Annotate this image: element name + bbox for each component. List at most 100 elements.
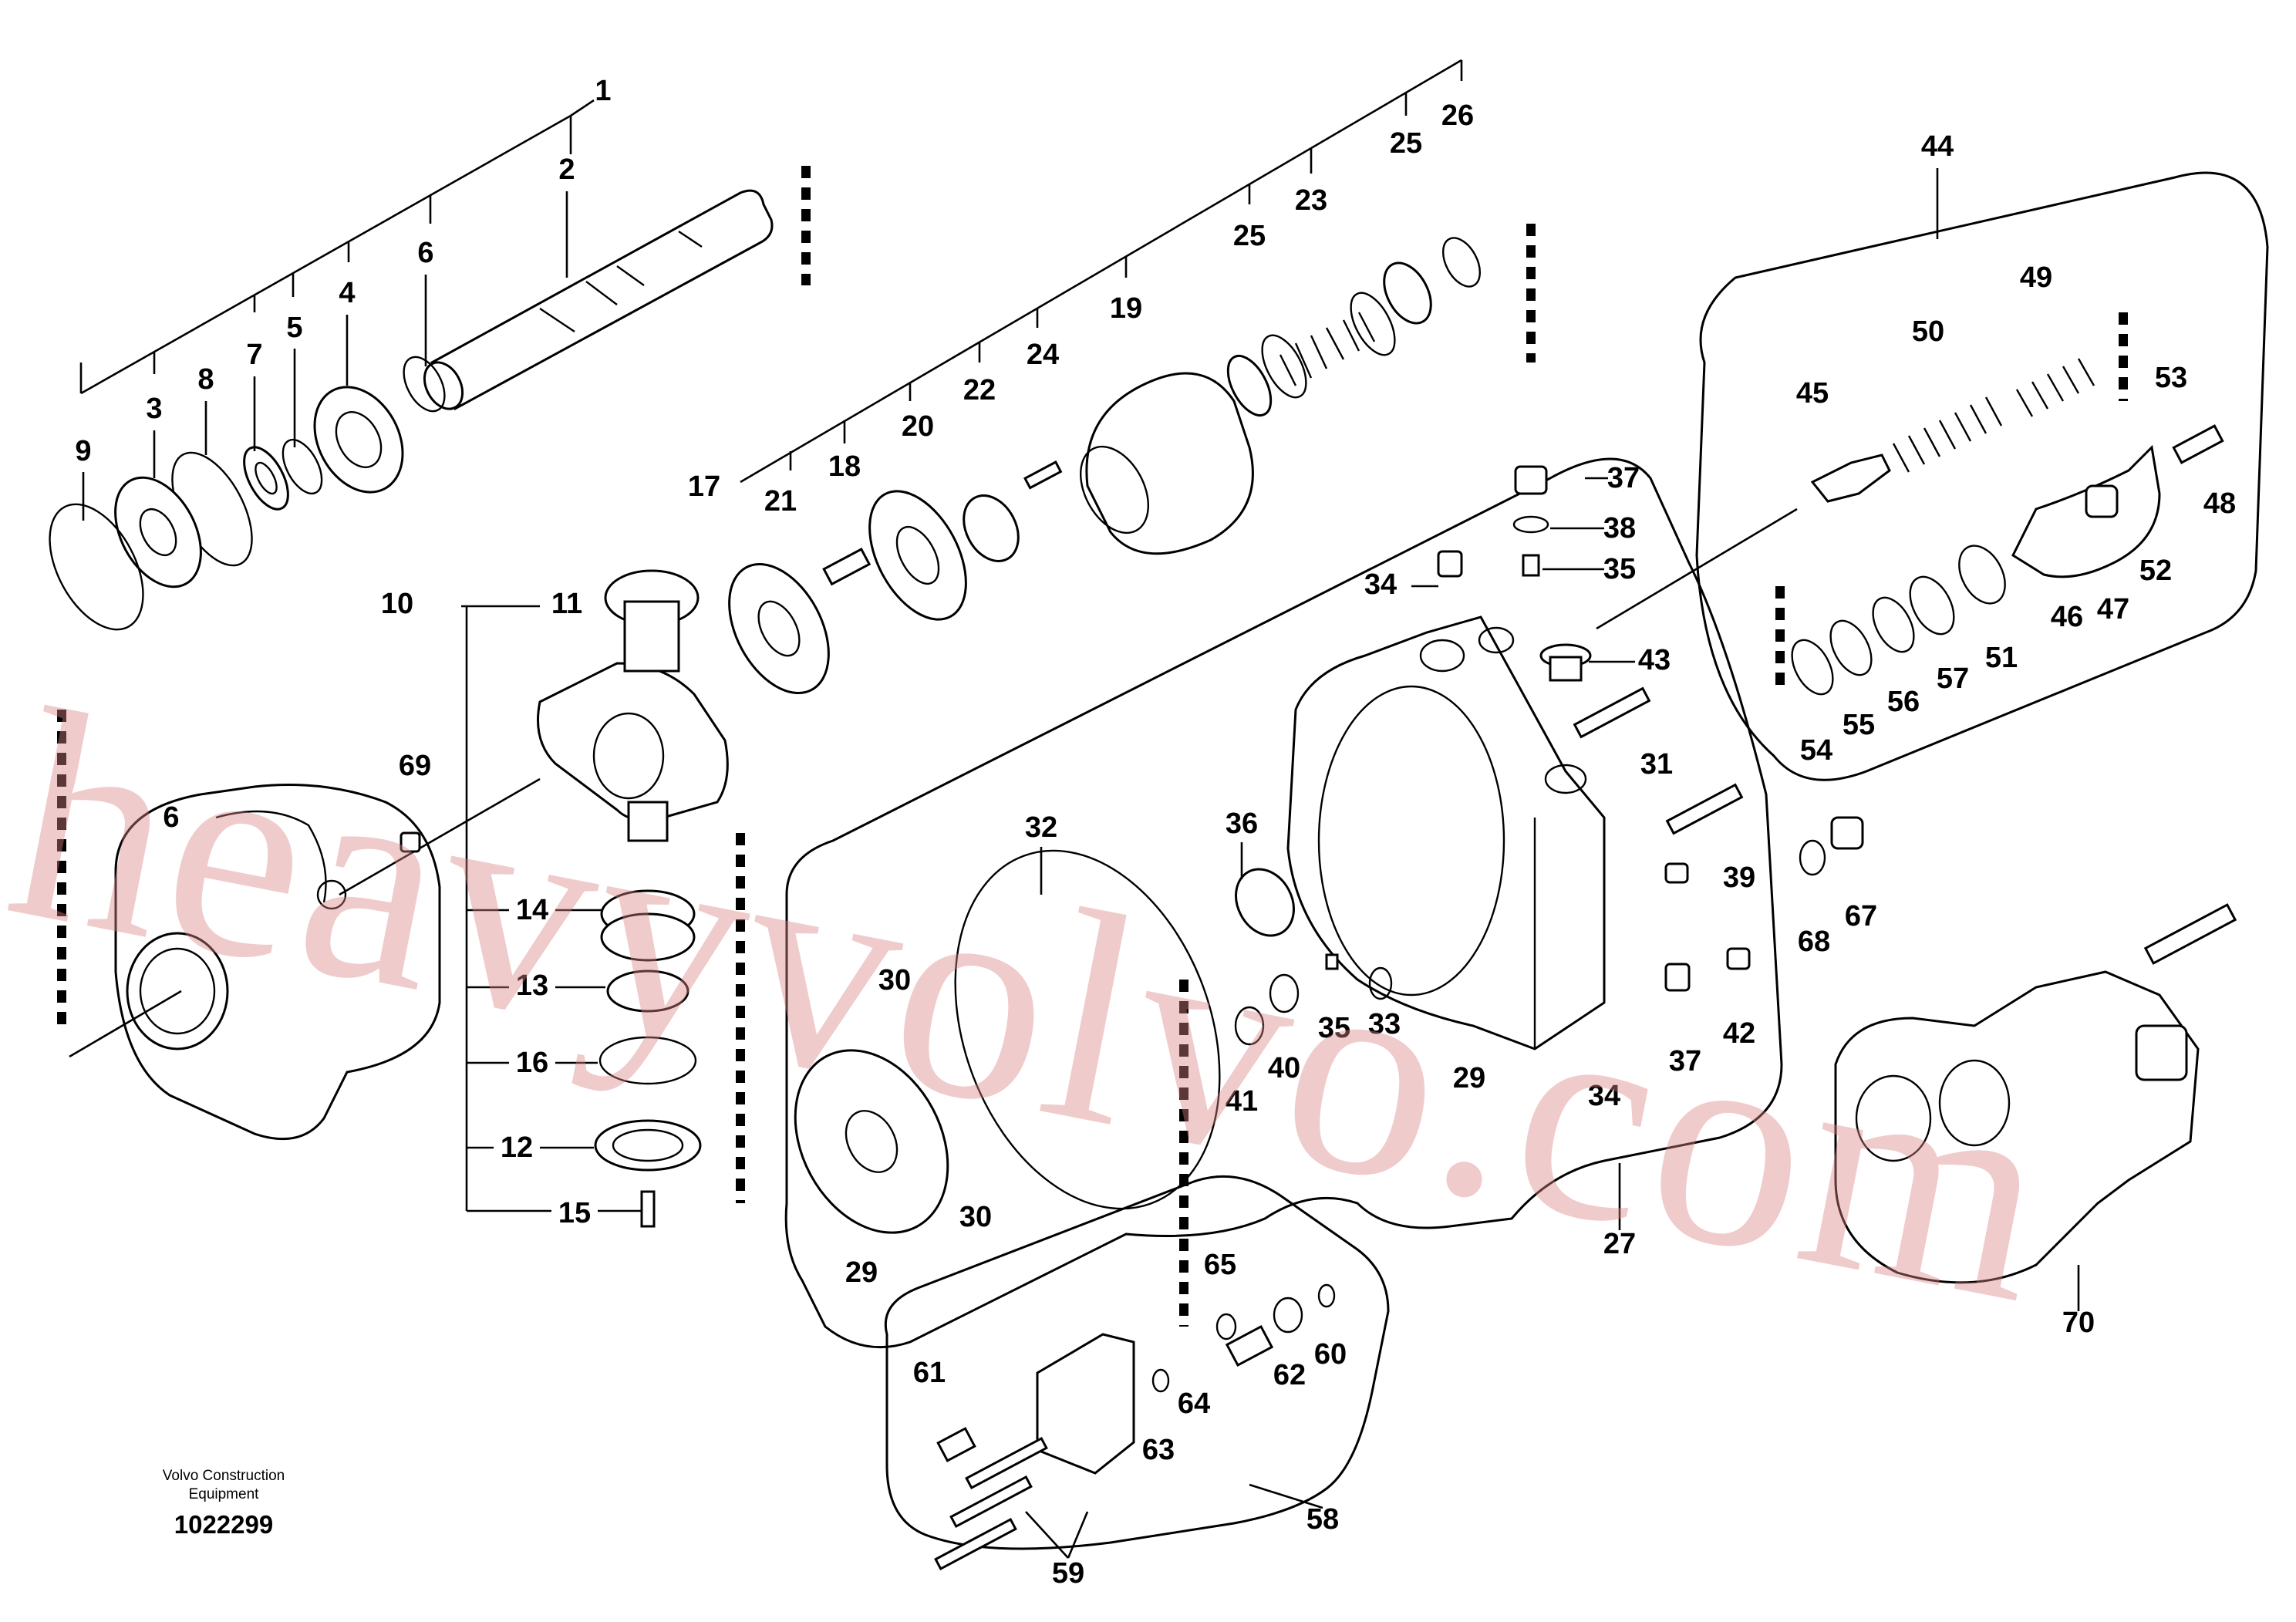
plug-37-top (1514, 465, 1548, 495)
valve-plate-29 (794, 1049, 949, 1234)
label-21: 21 (764, 485, 797, 518)
label-3: 3 (146, 393, 162, 425)
label-32: 32 (1025, 811, 1057, 844)
label-8: 8 (197, 363, 214, 396)
label-29: 29 (845, 1256, 878, 1289)
label-17: 17 (688, 470, 720, 503)
label-31: 31 (1640, 748, 1673, 781)
label-43: 43 (1638, 644, 1671, 676)
label-41: 41 (1226, 1085, 1258, 1118)
label-25-a: 25 (1233, 220, 1266, 252)
label-12: 12 (501, 1131, 533, 1164)
plug-43 (1539, 643, 1592, 682)
label-59: 59 (1052, 1557, 1084, 1590)
label-13: 13 (516, 969, 548, 1002)
label-69: 69 (399, 750, 431, 782)
label-30-mid: 30 (878, 964, 911, 996)
group-58-outline (884, 1175, 1390, 1550)
plug-35 (1522, 554, 1540, 577)
label-27: 27 (1603, 1228, 1636, 1260)
label-10: 10 (381, 588, 413, 620)
snap-ring-26 (1441, 237, 1482, 288)
spring-23 (1261, 292, 1396, 399)
label-15: 15 (558, 1197, 591, 1229)
group-44-outline (1695, 171, 2269, 781)
label-52: 52 (2139, 555, 2172, 587)
valve-block-27 (1286, 615, 1606, 1050)
plug-67 (1830, 816, 1864, 850)
label-19: 19 (1110, 292, 1142, 325)
bush-36 (1235, 868, 1295, 937)
label-37-bottom: 37 (1669, 1045, 1701, 1077)
label-67: 67 (1845, 900, 1877, 932)
label-4: 4 (339, 277, 355, 309)
label-68: 68 (1798, 926, 1830, 958)
label-16: 16 (516, 1047, 548, 1079)
label-1: 1 (595, 75, 611, 107)
label-25-b: 25 (1390, 127, 1422, 160)
label-50: 50 (1912, 315, 1944, 348)
label-34-top: 34 (1364, 568, 1397, 601)
label-35-right: 35 (1603, 553, 1636, 585)
label-18: 18 (828, 450, 861, 483)
o-ring-38 (1512, 515, 1549, 534)
label-47: 47 (2097, 593, 2129, 626)
gear-pump-70 (1834, 903, 2237, 1284)
label-60: 60 (1314, 1338, 1347, 1371)
ring-13 (606, 969, 689, 1013)
label-24: 24 (1027, 339, 1059, 371)
label-45: 45 (1796, 377, 1829, 410)
label-61: 61 (913, 1357, 946, 1389)
label-2: 2 (558, 153, 575, 186)
group-1-bracket (79, 114, 572, 395)
pump-housing-left (69, 777, 541, 1141)
label-58: 58 (1306, 1503, 1339, 1536)
label-20: 20 (902, 410, 934, 443)
label-36: 36 (1226, 808, 1258, 840)
washer-25a (1226, 355, 1273, 416)
group-17-bracket (740, 59, 1463, 484)
label-42: 42 (1723, 1017, 1755, 1050)
label-54: 54 (1800, 734, 1832, 767)
label-57: 57 (1937, 663, 1969, 695)
washer-7 (243, 446, 289, 511)
brand-caption: Volvo Construction Equipment (162, 1468, 285, 1502)
label-63: 63 (1142, 1434, 1175, 1466)
label-9: 9 (75, 435, 91, 467)
bolt-39 (1665, 783, 1744, 835)
label-70: 70 (2062, 1307, 2095, 1339)
label-30-bottom: 30 (959, 1201, 992, 1233)
label-53: 53 (2155, 362, 2187, 394)
label-49: 49 (2020, 261, 2052, 294)
label-35-left: 35 (1318, 1012, 1350, 1044)
leader-lines (82, 99, 2080, 1559)
label-65: 65 (1204, 1249, 1236, 1281)
plug-34-top (1437, 550, 1463, 578)
label-26: 26 (1441, 99, 1474, 132)
label-6-top: 6 (417, 237, 433, 269)
label-5: 5 (286, 312, 302, 344)
spherical-bush-22 (963, 494, 1020, 562)
snap-ring-6 (403, 356, 446, 413)
label-44: 44 (1921, 130, 1954, 163)
circlip-9 (49, 503, 144, 631)
pin-18 (822, 548, 872, 586)
part-labels: 1 2 3 4 5 6 6 7 8 9 10 11 12 13 14 15 16… (75, 75, 2236, 1590)
label-14: 14 (516, 894, 548, 926)
label-39: 39 (1723, 862, 1755, 894)
label-11: 11 (551, 588, 582, 620)
label-48: 48 (2203, 487, 2236, 520)
pin-24 (1023, 460, 1063, 490)
plugs-42-37 (1664, 862, 1751, 992)
label-34-bottom: 34 (1588, 1080, 1620, 1112)
label-55: 55 (1843, 709, 1875, 741)
o-ring-32 (954, 849, 1221, 1210)
label-64: 64 (1178, 1388, 1210, 1420)
retainer-plate-20 (868, 490, 967, 621)
solenoid-valve-58 (934, 1283, 1336, 1571)
label-62: 62 (1273, 1359, 1306, 1391)
diagram-reference-number: 1022299 (174, 1510, 274, 1539)
cover-3 (114, 476, 202, 588)
